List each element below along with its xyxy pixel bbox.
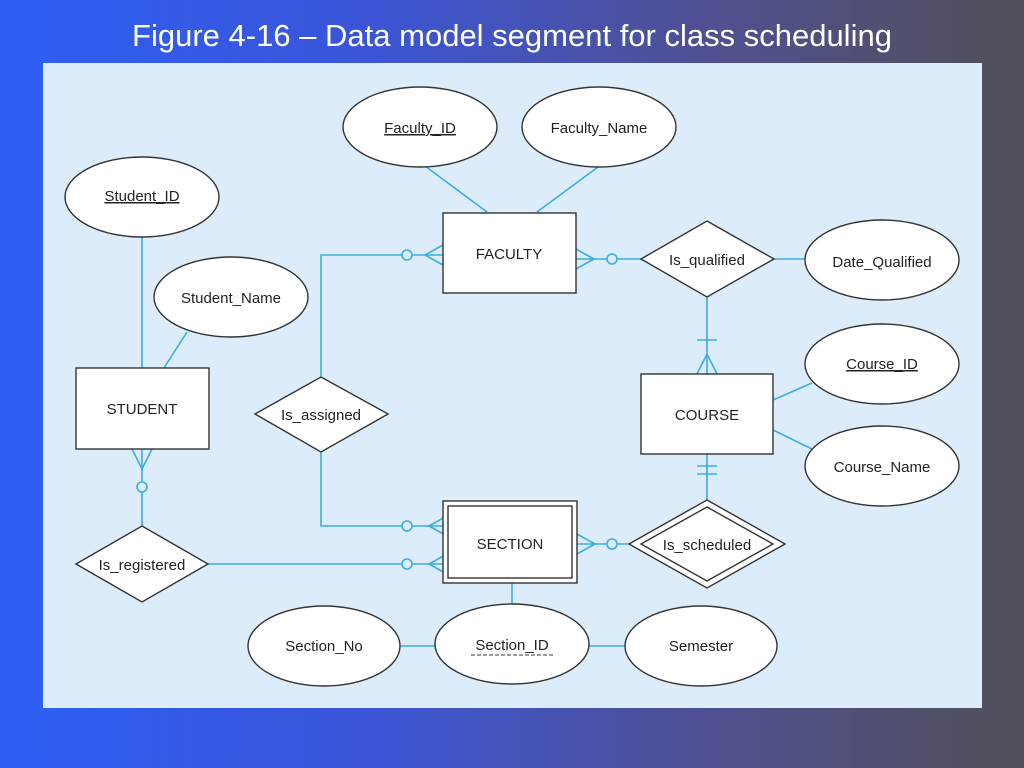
relationship-is-assigned-label: Is_assigned: [281, 407, 361, 424]
attribute-faculty-name-label: Faculty_Name: [551, 120, 648, 137]
entity-section-label: SECTION: [477, 536, 544, 553]
attribute-course-id-label: Course_ID: [846, 356, 918, 373]
entity-course-label: COURSE: [675, 407, 739, 424]
crowfoot-section-assigned-icon: [427, 515, 448, 537]
crowfoot-section-scheduled-icon: [576, 533, 597, 555]
line-course-coursename: [772, 429, 813, 450]
entity-course: COURSE: [640, 373, 774, 455]
line-isassigned-section: [320, 452, 447, 527]
entity-faculty-label: FACULTY: [476, 246, 542, 263]
attribute-course-name: Course_Name: [804, 425, 960, 507]
optional-circle-faculty-qualified-icon: [606, 253, 618, 265]
entity-section-weak: SECTION: [442, 500, 578, 584]
line-course-courseid: [772, 382, 813, 401]
attribute-student-id: Student_ID: [64, 156, 220, 238]
relationship-is-qualified: Is_qualified: [639, 220, 776, 298]
optional-circle-faculty-assigned-icon: [401, 249, 413, 261]
attribute-course-id: Course_ID: [804, 323, 960, 405]
crowfoot-faculty-qualified-icon: [575, 248, 596, 270]
attribute-date-qualified-label: Date_Qualified: [832, 254, 931, 271]
slide-title: Figure 4-16 – Data model segment for cla…: [132, 18, 892, 53]
attribute-section-id-partial-key: Section_ID: [434, 603, 590, 685]
relationship-is-assigned: Is_assigned: [253, 376, 390, 453]
optional-circle-section-scheduled-icon: [606, 538, 618, 550]
attribute-student-id-label: Student_ID: [104, 188, 179, 205]
crowfoot-student-registered-icon: [131, 448, 153, 471]
optional-circle-student-registered-icon: [136, 481, 148, 493]
optional-circle-section-assigned-icon: [401, 520, 413, 532]
attribute-faculty-id: Faculty_ID: [342, 86, 498, 168]
attribute-section-no: Section_No: [247, 605, 401, 687]
relationship-is-scheduled-label: Is_scheduled: [663, 537, 751, 554]
entity-student-label: STUDENT: [107, 401, 178, 418]
crowfoot-faculty-assigned-icon: [423, 244, 444, 266]
entity-student: STUDENT: [75, 367, 210, 450]
attribute-faculty-name: Faculty_Name: [521, 86, 677, 168]
attribute-semester-label: Semester: [669, 638, 733, 655]
crowfoot-section-registered-icon: [427, 553, 448, 575]
relationship-is-scheduled-identifying: Is_scheduled: [627, 499, 787, 589]
line-facultyname-faculty: [536, 166, 599, 213]
line-studentname-student: [163, 331, 188, 369]
attribute-student-name: Student_Name: [153, 256, 309, 338]
attribute-student-name-label: Student_Name: [181, 290, 281, 307]
relationship-is-registered: Is_registered: [74, 525, 210, 603]
attribute-date-qualified: Date_Qualified: [804, 219, 960, 301]
entity-faculty: FACULTY: [442, 212, 577, 294]
optional-circle-section-registered-icon: [401, 558, 413, 570]
attribute-faculty-id-label: Faculty_ID: [384, 120, 456, 137]
attribute-course-name-label: Course_Name: [834, 459, 931, 476]
attribute-section-no-label: Section_No: [285, 638, 363, 655]
relationship-is-registered-label: Is_registered: [99, 557, 186, 574]
relationship-is-qualified-label: Is_qualified: [669, 252, 745, 269]
attribute-section-id-label: Section_ID: [475, 637, 549, 654]
line-facultyid-faculty: [424, 165, 488, 213]
crowfoot-course-qualified-icon: [696, 352, 718, 375]
line-faculty-isassigned: [320, 254, 443, 377]
cardinality-markers: [131, 244, 718, 575]
attribute-semester: Semester: [624, 605, 778, 687]
